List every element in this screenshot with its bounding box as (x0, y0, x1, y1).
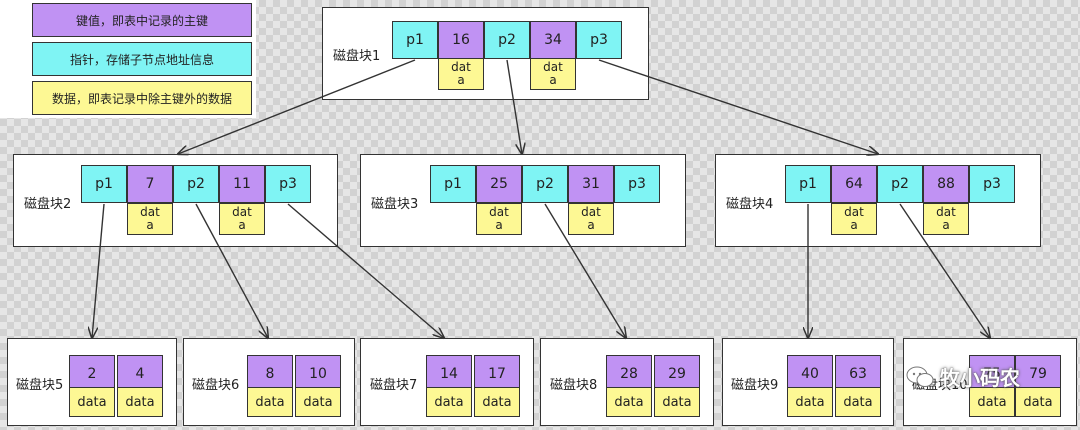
block-label: 磁盘块8 (550, 378, 598, 393)
block-label: 磁盘块2 (24, 197, 72, 212)
leaf-data: data (606, 387, 652, 417)
leaf-data: data (787, 387, 833, 417)
block-label: 磁盘块5 (16, 378, 64, 393)
root-data-2: dat a (530, 58, 576, 90)
leaf-key: 29 (654, 355, 700, 393)
internal-pointer-p2: p2 (173, 165, 219, 203)
internal-pointer-p3: p3 (614, 165, 660, 203)
internal-pointer-p2: p2 (522, 165, 568, 203)
internal-pointer-p3: p3 (969, 165, 1015, 203)
internal-pointer-p1: p1 (785, 165, 831, 203)
internal-data: dat a (923, 203, 969, 235)
leaf-data: data (835, 387, 881, 417)
leaf-key: 8 (247, 355, 293, 393)
root-key-2: 34 (530, 21, 576, 59)
block-label: 磁盘块9 (731, 378, 779, 393)
internal-key: 7 (127, 165, 173, 203)
root-data-1: dat a (438, 58, 484, 90)
internal-key: 88 (923, 165, 969, 203)
internal-key: 31 (568, 165, 614, 203)
leaf-data: data (1015, 387, 1061, 417)
internal-pointer-p3: p3 (265, 165, 311, 203)
watermark: 牧小码农 (906, 362, 1020, 391)
internal-key: 11 (219, 165, 265, 203)
block-label: 磁盘块1 (333, 49, 381, 64)
internal-pointer-p2: p2 (877, 165, 923, 203)
internal-key: 64 (831, 165, 877, 203)
internal-data: dat a (568, 203, 614, 235)
root-pointer-p2: p2 (484, 21, 530, 59)
root-key-1: 16 (438, 21, 484, 59)
leaf-key: 10 (295, 355, 341, 393)
leaf-data: data (295, 387, 341, 417)
internal-pointer-p1: p1 (81, 165, 127, 203)
root-pointer-p3: p3 (576, 21, 622, 59)
block-label: 磁盘块4 (726, 197, 774, 212)
leaf-key: 2 (69, 355, 115, 393)
internal-pointer-p1: p1 (430, 165, 476, 203)
root-pointer-p1: p1 (392, 21, 438, 59)
leaf-data: data (117, 387, 163, 417)
wechat-icon (906, 366, 934, 387)
legend-pointer: 指针，存储子节点地址信息 (32, 42, 252, 76)
leaf-key: 63 (835, 355, 881, 393)
legend-panel: 键值，即表中记录的主键 指针，存储子节点地址信息 数据，即表记录中除主键外的数据 (0, 0, 256, 118)
block-label: 磁盘块6 (192, 378, 240, 393)
internal-data: dat a (476, 203, 522, 235)
legend-data: 数据，即表记录中除主键外的数据 (32, 81, 252, 115)
leaf-data: data (69, 387, 115, 417)
internal-key: 25 (476, 165, 522, 203)
block-label: 磁盘块7 (370, 378, 418, 393)
internal-data: dat a (219, 203, 265, 235)
internal-data: dat a (127, 203, 173, 235)
legend-key: 键值，即表中记录的主键 (32, 3, 252, 37)
internal-data: dat a (831, 203, 877, 235)
leaf-data: data (474, 387, 520, 417)
leaf-data: data (426, 387, 472, 417)
leaf-data: data (969, 387, 1015, 417)
leaf-key: 40 (787, 355, 833, 393)
leaf-data: data (247, 387, 293, 417)
leaf-data: data (654, 387, 700, 417)
block-label: 磁盘块3 (371, 197, 419, 212)
leaf-key: 28 (606, 355, 652, 393)
leaf-key: 14 (426, 355, 472, 393)
watermark-text: 牧小码农 (940, 366, 1020, 390)
leaf-key: 75 (969, 355, 1015, 393)
